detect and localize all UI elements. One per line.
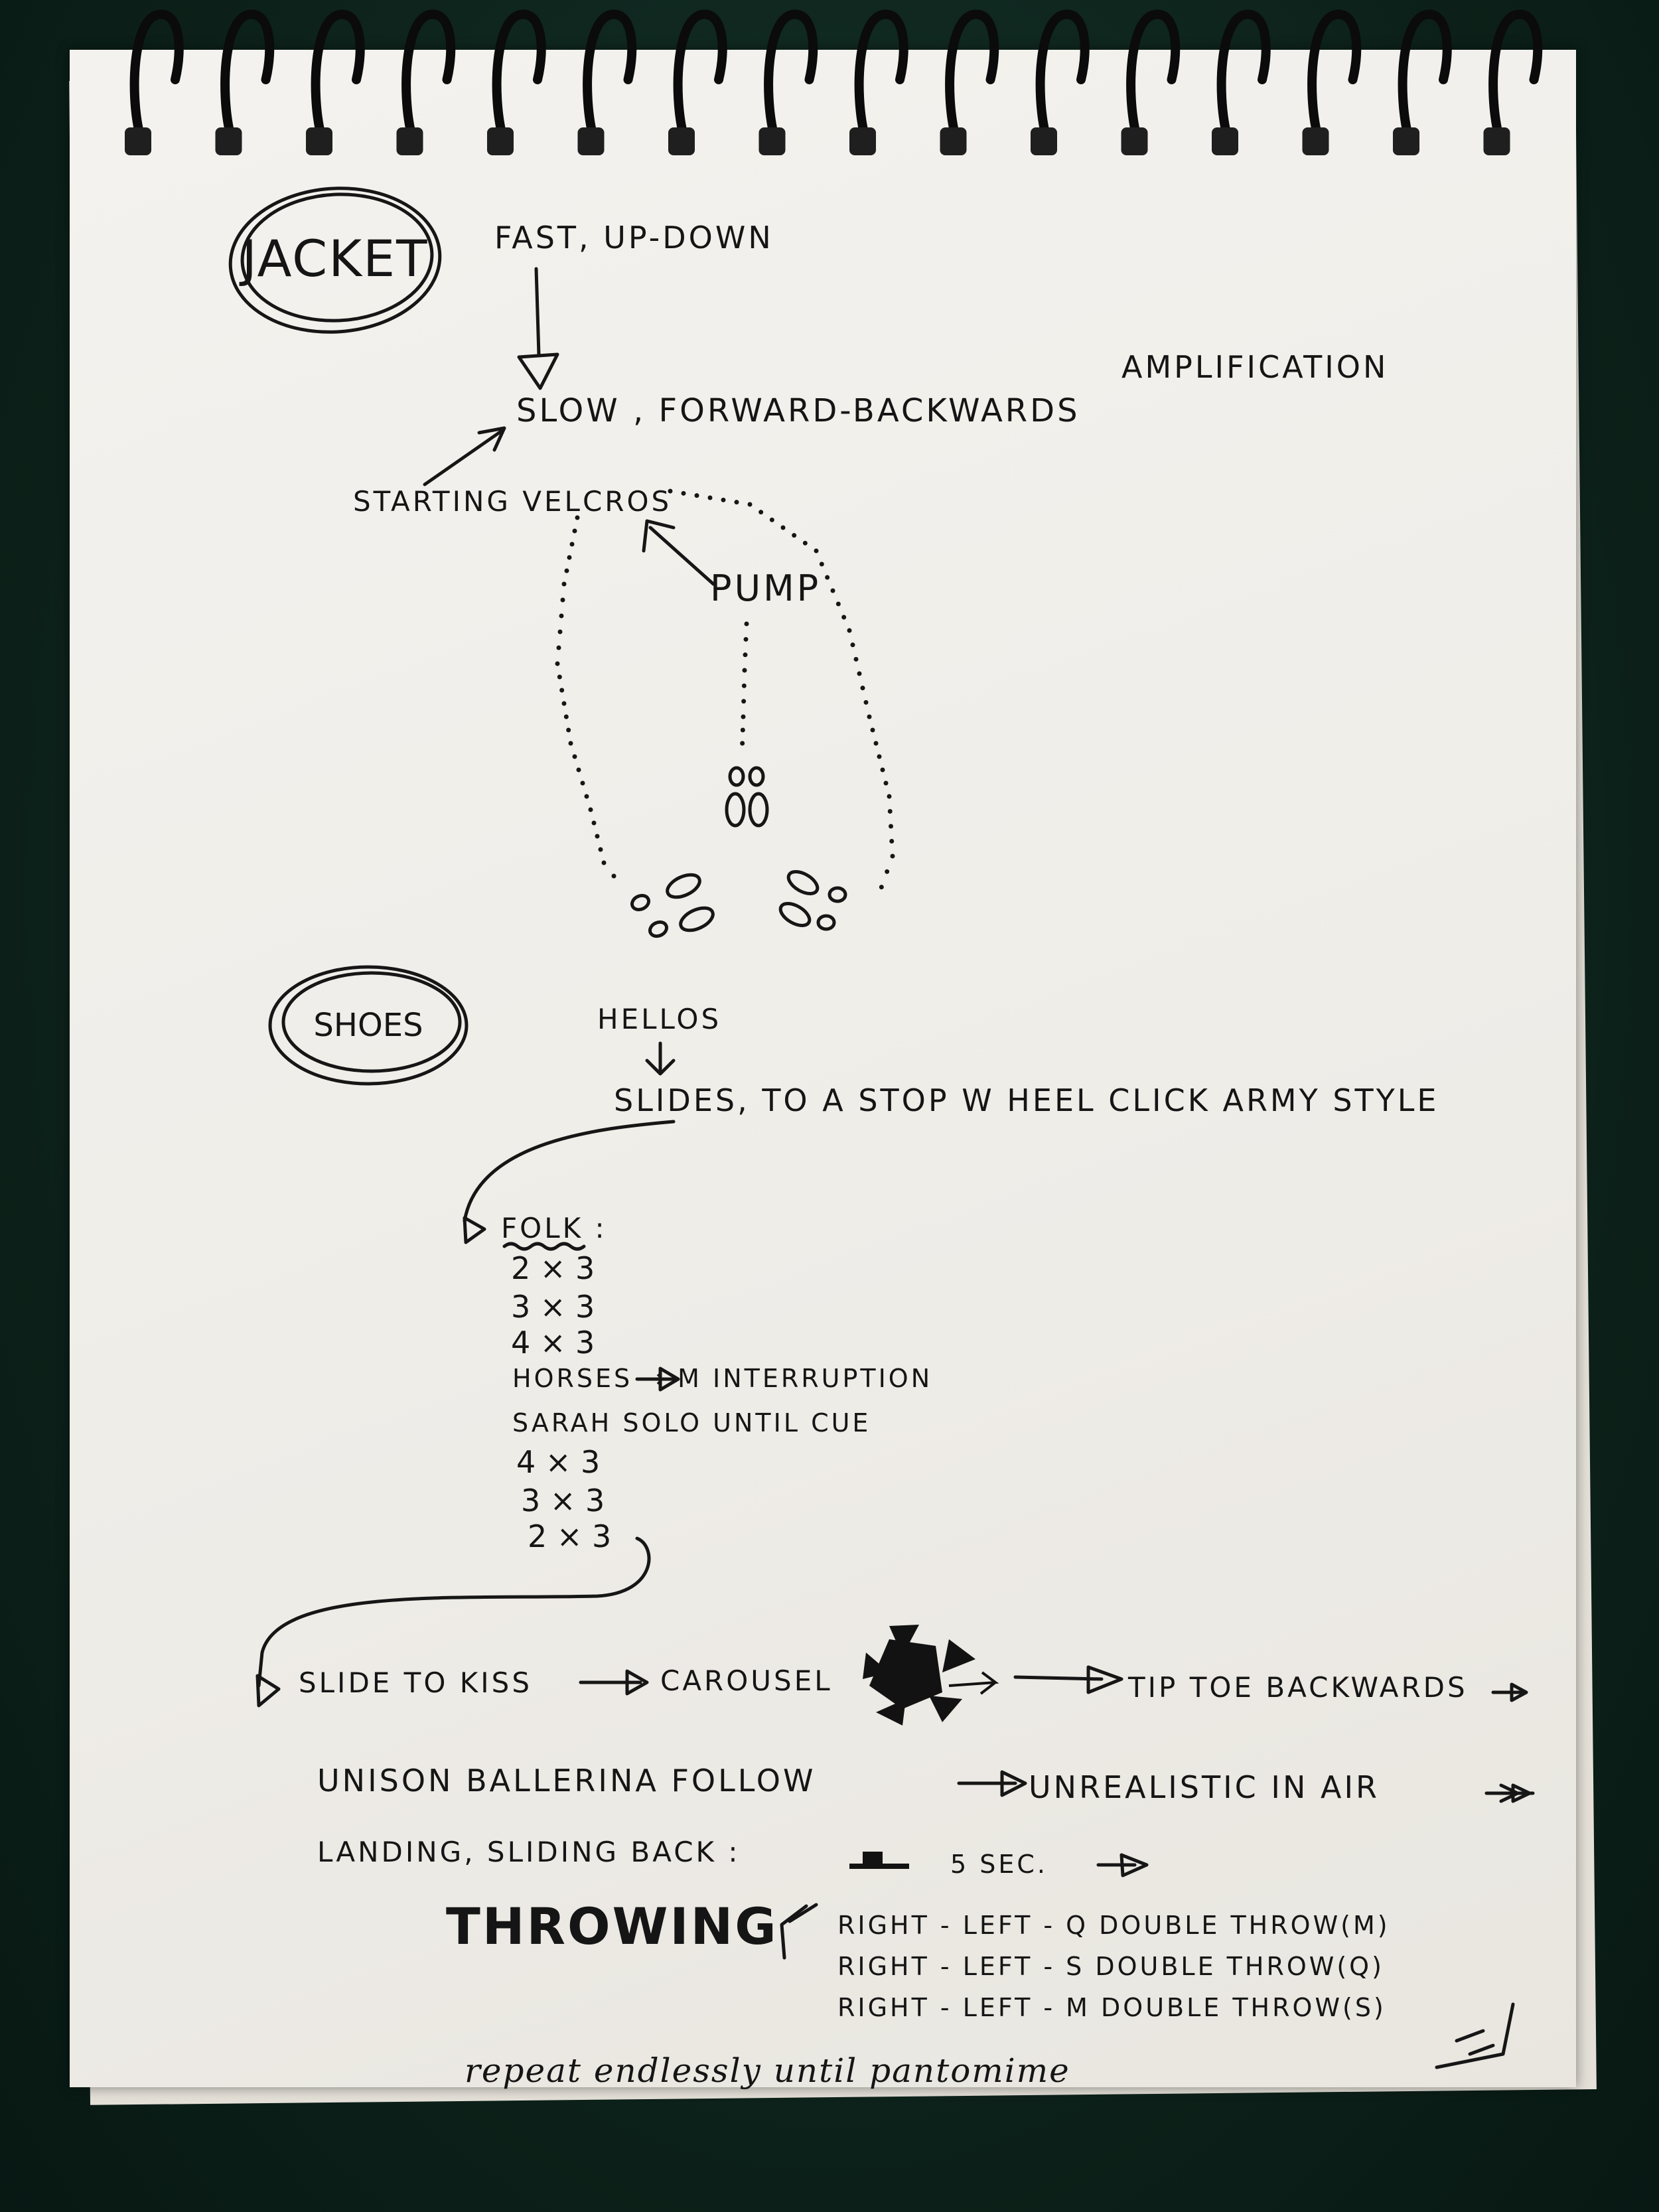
folk-line-2: 4 × 3 [516,1444,601,1480]
folk-horses: HORSES → M INTERRUPTION [512,1364,933,1393]
seq-unrealistic: UNREALISTIC IN AIR [1029,1769,1380,1805]
throwing-line: RIGHT - LEFT - S DOUBLE THROW(Q) [837,1952,1384,1981]
jacket-amplification: AMPLIFICATION [1121,349,1389,385]
jacket-heading-wrap: JACKET [236,219,435,299]
seq-landing: LANDING, SLIDING BACK : [317,1836,741,1868]
folk-line-2: 3 × 3 [521,1483,605,1518]
folk-sarah: SARAH SOLO UNTIL CUE [512,1408,871,1438]
throwing-line: RIGHT - LEFT - Q DOUBLE THROW(M) [837,1911,1390,1940]
throwing-line: RIGHT - LEFT - M DOUBLE THROW(S) [837,1993,1386,2022]
shoes-heading: SHOES [313,1007,423,1044]
seq-slide-to-kiss: SLIDE TO KISS [299,1666,532,1699]
throwing-repeat: repeat endlessly until pantomime [465,2051,1070,2090]
jacket-heading: JACKET [242,229,429,288]
seq-carousel: CAROUSEL [660,1664,833,1697]
folk-line: 2 × 3 [511,1250,595,1286]
folk-line-2: 2 × 3 [528,1518,612,1554]
shoes-heading-wrap: SHOES [279,989,458,1062]
jacket-slow: SLOW , FORWARD-BACKWARDS [516,392,1080,429]
shoes-slides: SLIDES, TO A STOP W HEEL CLICK ARMY STYL… [614,1082,1439,1118]
jacket-fast: FAST, UP-DOWN [494,220,774,256]
jacket-pump: PUMP [710,567,822,609]
seq-unison: UNISON BALLERINA FOLLOW [317,1763,816,1799]
seq-5-sec: 5 SEC. [950,1850,1048,1879]
seq-tiptoe: TIP TOE BACKWARDS [1128,1671,1468,1704]
throwing-heading: THROWING [446,1897,778,1956]
shoes-hellos: HELLOS [597,1003,722,1035]
jacket-starting-velcros: STARTING VELCROS [353,485,672,518]
folk-line: 4 × 3 [511,1325,595,1361]
folk-line: 3 × 3 [511,1289,595,1325]
folk-title: FOLK : [501,1212,607,1244]
